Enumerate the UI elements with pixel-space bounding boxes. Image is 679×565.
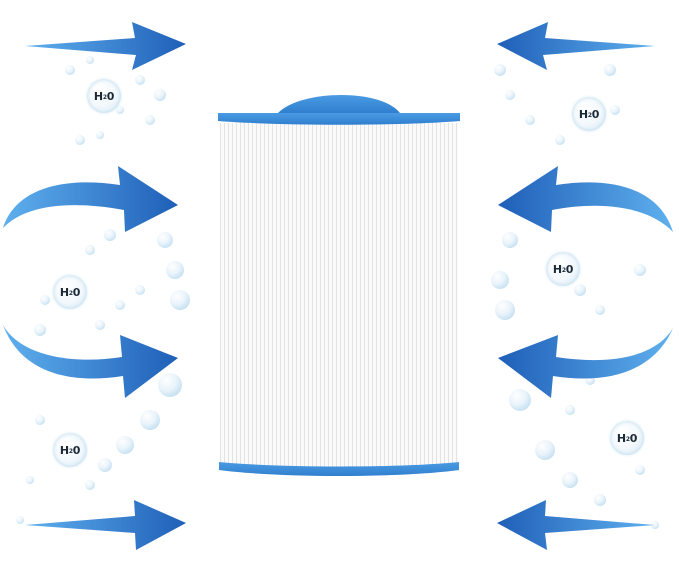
arrow-right-top-icon	[25, 22, 186, 70]
filter-pleats	[220, 123, 458, 468]
filter-top-handle	[278, 94, 400, 113]
bubbles-right	[491, 64, 659, 529]
filter-cartridge	[218, 94, 460, 476]
curved-arrow-right-upper-icon	[3, 166, 178, 232]
arrow-left-bottom-icon	[497, 500, 655, 550]
curved-arrow-right-lower-icon	[3, 325, 178, 398]
bubbles-left	[16, 56, 190, 524]
arrow-left-top-icon	[497, 22, 655, 70]
curved-arrow-left-lower-icon	[498, 328, 673, 398]
arrow-right-bottom-icon	[25, 500, 186, 550]
filter-bottom-cap	[219, 462, 459, 476]
curved-arrow-left-upper-icon	[498, 166, 673, 232]
filter-top-cap	[218, 113, 460, 125]
